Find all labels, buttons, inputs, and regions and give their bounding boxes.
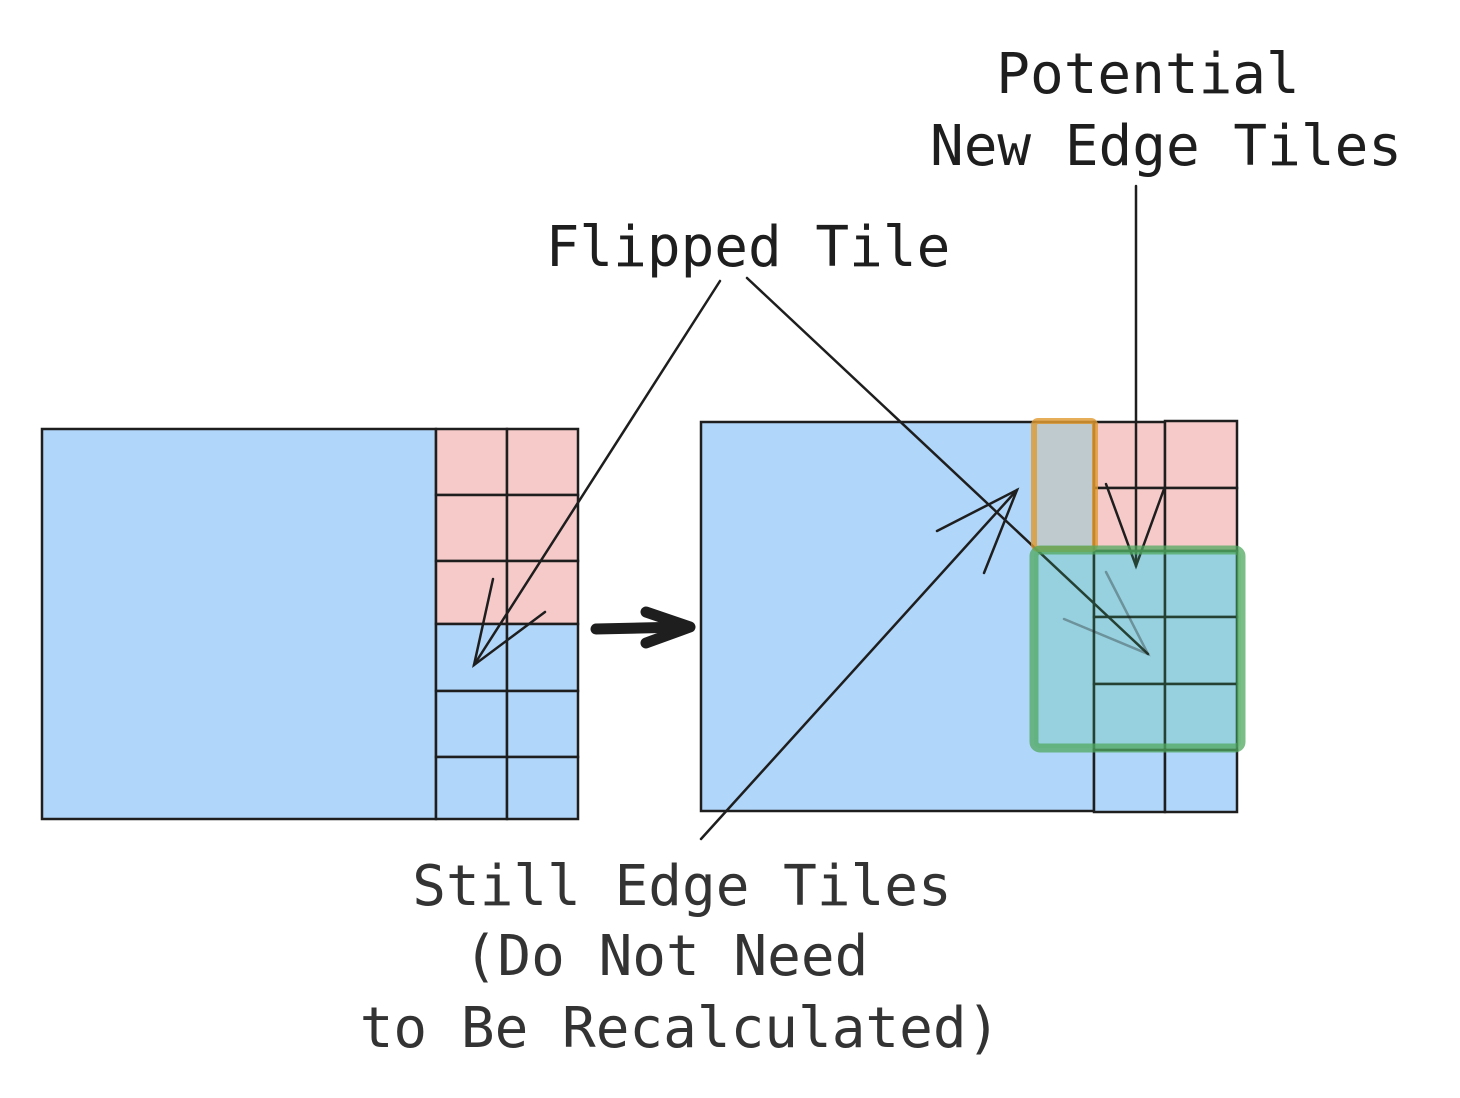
left-tile-r0c1 <box>505 427 580 497</box>
potential-label-line2: New Edge Tiles <box>930 114 1402 179</box>
left-main-block <box>40 427 438 821</box>
right-tile-r4c0 <box>1092 682 1167 752</box>
left-tile-r4c1 <box>505 689 580 759</box>
highlights <box>1029 418 1246 753</box>
connector-lines <box>472 184 1166 841</box>
right-tile-r3c1 <box>1163 615 1239 686</box>
transition-arrow-icon <box>590 606 696 649</box>
right-tile-r1c1 <box>1163 486 1239 553</box>
potential-label-line1: Potential <box>996 42 1299 107</box>
right-tile-r5c0 <box>1092 748 1167 814</box>
flipped-left-leader <box>472 279 722 667</box>
right-tile-r3c0 <box>1092 615 1167 686</box>
labels: Potential New Edge Tiles Flipped Tile St… <box>360 42 1402 1061</box>
left-tile-r5c1 <box>505 755 580 821</box>
right-tile-r0c1 <box>1163 419 1239 490</box>
right-tile-r0c0 <box>1092 420 1167 490</box>
still-edge-label-line2: (Do Not Need <box>464 924 869 989</box>
right-grid-after <box>699 419 1239 814</box>
left-tile-r2c0 <box>434 559 509 626</box>
right-main-block <box>699 420 1096 813</box>
left-grid-before <box>40 427 580 821</box>
flipped-tile-label: Flipped Tile <box>546 215 951 280</box>
left-tile-r5c0 <box>434 755 509 821</box>
left-tile-r0c0 <box>434 427 509 497</box>
left-tile-r3c0 <box>434 622 509 693</box>
left-tile-r1c1 <box>505 493 580 563</box>
still-edge-label-line1: Still Edge Tiles <box>412 854 951 919</box>
right-tile-r5c1 <box>1163 748 1239 814</box>
potential-edge-highlight <box>1029 545 1246 753</box>
still-edge-arrowhead-icon <box>935 487 1020 575</box>
still-edge-label-line3: to Be Recalculated) <box>360 996 1001 1061</box>
right-tile-r1c0 <box>1092 486 1167 553</box>
left-tile-r1c0 <box>434 493 509 563</box>
flipped-left-arrowhead-icon <box>472 577 547 669</box>
flipped-right-leader <box>745 276 1150 656</box>
flipped-tile-highlight <box>1031 418 1098 552</box>
still-edge-leader <box>699 488 1019 841</box>
potential-arrowhead-icon <box>1104 482 1166 570</box>
left-tile-r3c1 <box>505 622 580 693</box>
left-tile-r4c0 <box>434 689 509 759</box>
flipped-right-arrowhead-icon <box>1062 570 1151 657</box>
